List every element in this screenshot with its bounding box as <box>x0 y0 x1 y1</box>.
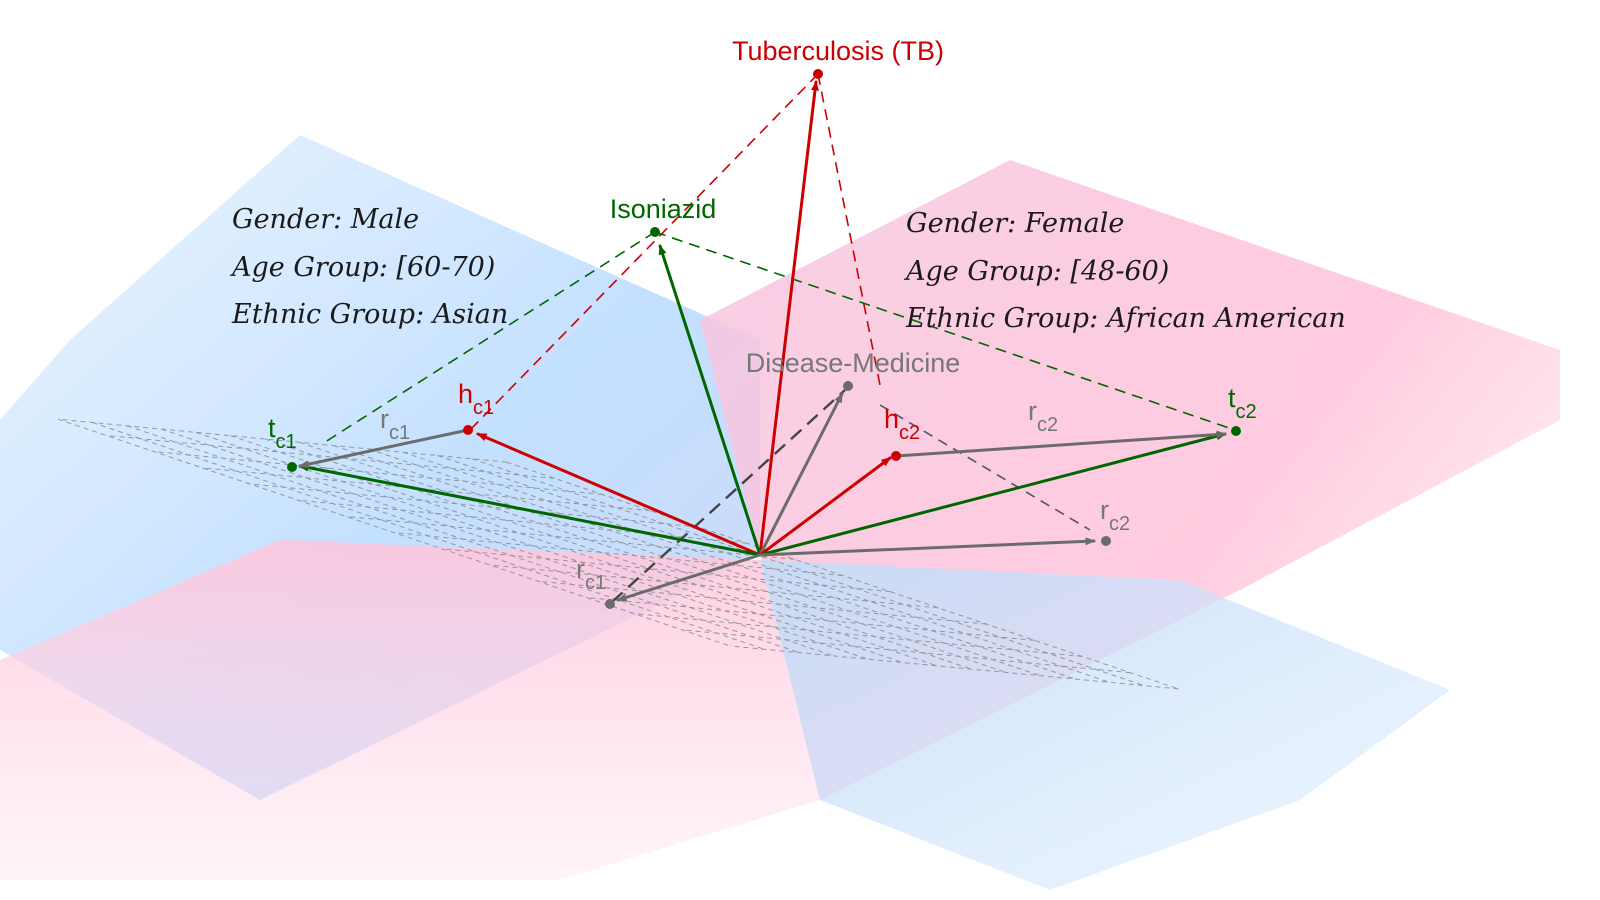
grid-line <box>297 499 747 544</box>
label-hc1: hc1 <box>458 379 494 419</box>
point-relation <box>843 381 853 391</box>
grid-line <box>489 564 939 609</box>
vector-hc1 <box>476 432 762 557</box>
vector-tc1 <box>298 463 762 557</box>
point-tb <box>813 69 823 79</box>
context-female-gender: Gender: Female <box>906 208 1125 239</box>
grid-line <box>393 532 843 576</box>
points <box>287 69 1241 609</box>
point-rc1 <box>605 599 615 609</box>
vector-rc1-bottom <box>616 553 762 602</box>
plane-female-lower <box>760 560 1450 890</box>
grid-line <box>441 548 891 593</box>
grid-line <box>585 596 1035 641</box>
label-rc2-bottom: rc2 <box>1100 495 1130 535</box>
dash-rc1-rel <box>611 389 846 603</box>
label-rc1-bottom: rc1 <box>576 554 606 594</box>
projection-lines <box>321 73 1236 603</box>
point-tc1 <box>287 462 297 472</box>
context-male-gender: Gender: Male <box>232 204 420 235</box>
point-hc1 <box>463 425 473 435</box>
vector-relation <box>758 392 844 557</box>
label-tb: Tuberculosis (TB) <box>732 36 944 66</box>
dash-rel-rc2 <box>879 404 1091 531</box>
vector-tb <box>758 80 819 557</box>
context-female-ethnic: Ethnic Group: African American <box>906 303 1346 334</box>
grid-line <box>264 438 938 667</box>
grid-line <box>729 645 1179 690</box>
label-isoniazid: Isoniazid <box>610 194 717 224</box>
grid-line <box>345 515 795 560</box>
grid-line <box>537 580 987 625</box>
context-male-ethnic: Ethnic Group: Asian <box>232 299 509 330</box>
vector-isoniazid <box>658 244 762 557</box>
label-rc2-top: rc2 <box>1028 396 1058 436</box>
vector-tc2 <box>758 432 1227 557</box>
plane-male-lower <box>0 540 820 880</box>
label-tc2: tc2 <box>1228 383 1257 423</box>
grid-line <box>57 418 507 463</box>
grid-line <box>105 434 555 479</box>
dash-tb-hc1 <box>469 73 819 431</box>
dash-iso-tc2 <box>654 231 1236 431</box>
point-hc2 <box>891 451 901 461</box>
context-female-age: Age Group: [48-60) <box>906 256 1170 287</box>
label-tc1: tc1 <box>268 413 297 453</box>
vector-rc2-top <box>894 430 1227 458</box>
point-rc2 <box>1101 536 1111 546</box>
vectors <box>298 80 1227 602</box>
grid-line <box>471 458 1145 687</box>
vector-rc1-top <box>298 428 470 469</box>
grid-line <box>633 613 1083 657</box>
grid-line <box>437 455 1110 683</box>
grid-line <box>249 483 699 528</box>
label-rc1-top: rc1 <box>380 404 410 444</box>
label-hc2: hc2 <box>884 404 920 444</box>
grid-line <box>681 629 1131 674</box>
point-isoniazid <box>650 227 660 237</box>
point-tc2 <box>1231 426 1241 436</box>
vector-rc2-bottom <box>758 537 1096 557</box>
grid-line <box>153 451 603 495</box>
vector-hc2 <box>758 456 892 557</box>
dash-iso-tc1 <box>321 231 656 445</box>
context-male-age: Age Group: [60-70) <box>232 252 496 283</box>
label-relation: Disease-Medicine <box>746 348 961 378</box>
